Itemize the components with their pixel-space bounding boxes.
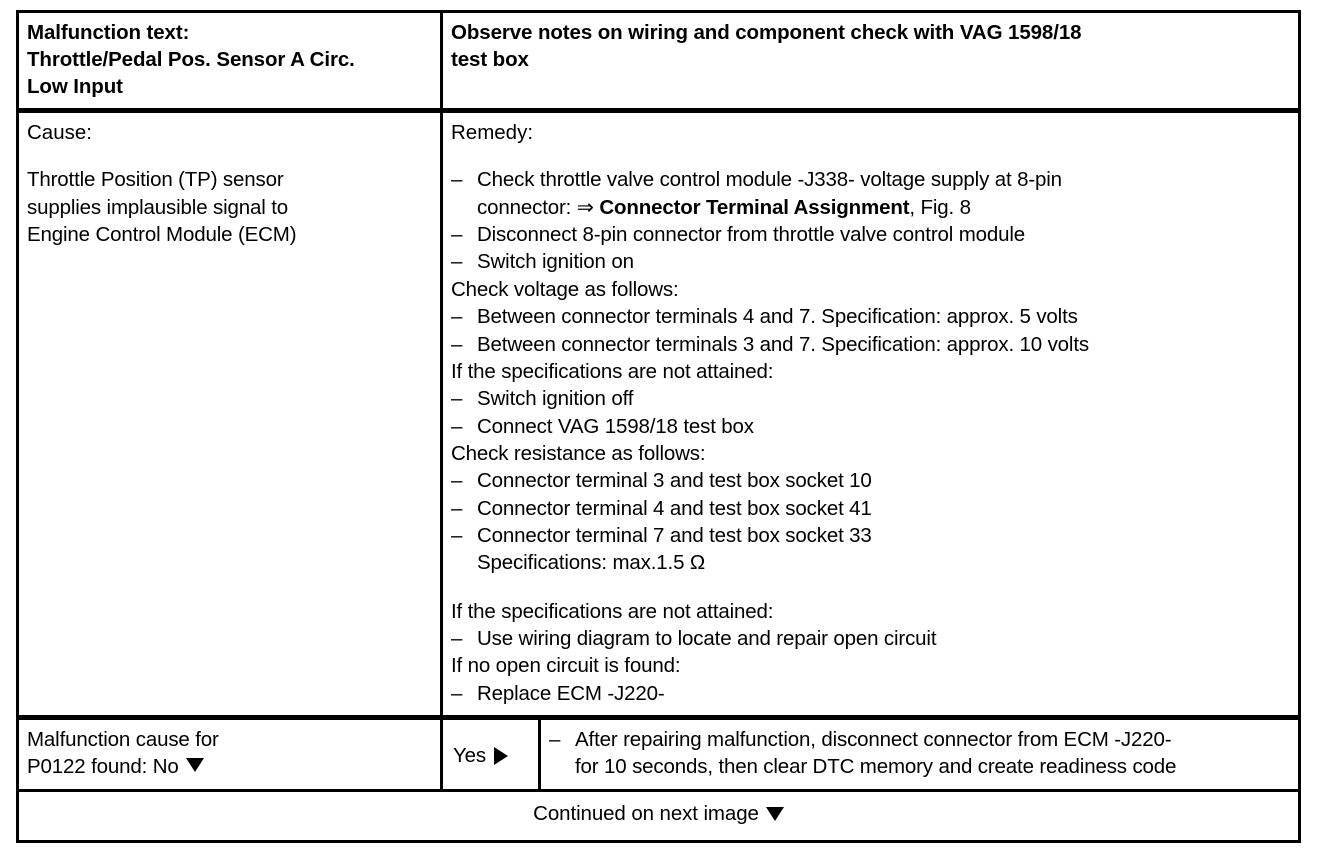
- remedy-item-dash: Between connector terminals 3 and 7. Spe…: [451, 331, 1290, 359]
- remedy-item-continuation: Specifications: max.1.5 Ω: [451, 549, 1290, 576]
- remedy-item-dash: Replace ECM -J220-: [451, 680, 1290, 708]
- observe-notes-line1: Observe notes on wiring and component ch…: [451, 21, 1082, 44]
- triangle-down-icon: [185, 758, 204, 773]
- table-row-header: Malfunction text: Throttle/Pedal Pos. Se…: [19, 13, 1298, 113]
- cell-malfunction-text: Malfunction text: Throttle/Pedal Pos. Se…: [19, 13, 443, 108]
- table-row-body: Cause: Throttle Position (TP) sensor sup…: [19, 113, 1298, 720]
- answer-action-line1: After repairing malfunction, disconnect …: [575, 728, 1172, 751]
- remedy-item-dash: Connector terminal 7 and test box socket…: [451, 522, 1290, 550]
- remedy-cont-pre: Specifications: max.1.5 Ω: [477, 551, 706, 575]
- question-line2: P0122 found: No: [27, 753, 432, 780]
- continued-wrap: Continued on next image: [19, 792, 1298, 835]
- remedy-item-dash: Switch ignition on: [451, 248, 1290, 276]
- question-line1: Malfunction cause for: [27, 728, 219, 751]
- remedy-label: Remedy:: [451, 121, 534, 144]
- cause-spacer: [27, 146, 432, 166]
- remedy-cont-post: , Fig. 8: [909, 195, 971, 219]
- cell-yes-branch[interactable]: Yes: [443, 720, 541, 789]
- remedy-item-dash: Connector terminal 3 and test box socket…: [451, 467, 1290, 495]
- dtc-table: Malfunction text: Throttle/Pedal Pos. Se…: [16, 10, 1301, 843]
- triangle-right-icon: [494, 746, 508, 765]
- cell-question: Malfunction cause for P0122 found: No: [19, 720, 443, 789]
- cell-observe-notes: Observe notes on wiring and component ch…: [443, 13, 1298, 108]
- table-row-continued: Continued on next image: [19, 792, 1298, 835]
- remedy-list: Check throttle valve control module -J33…: [451, 166, 1290, 707]
- remedy-item-heading: If the specifications are not attained:: [451, 359, 774, 383]
- observe-notes-line2: test box: [451, 48, 529, 72]
- answer-action-line2: for 10 seconds, then clear DTC memory an…: [575, 755, 1177, 779]
- malfunction-text-label: Malfunction text:: [27, 21, 190, 44]
- remedy-item-dash: Connect VAG 1598/18 test box: [451, 413, 1290, 441]
- remedy-cont-pre: connector: ⇒: [477, 195, 600, 219]
- remedy-item-spacer: [451, 577, 1290, 598]
- cell-remedy: Remedy: Check throttle valve control mod…: [443, 113, 1298, 715]
- remedy-item-continuation: connector: ⇒ Connector Terminal Assignme…: [451, 194, 1290, 221]
- remedy-item-dash: Disconnect 8-pin connector from throttle…: [451, 221, 1290, 249]
- remedy-item-dash: Check throttle valve control module -J33…: [451, 166, 1290, 194]
- remedy-item-dash: Use wiring diagram to locate and repair …: [451, 625, 1290, 653]
- remedy-item-dash: Between connector terminals 4 and 7. Spe…: [451, 303, 1290, 331]
- cause-line2: supplies implausible signal to: [27, 195, 289, 219]
- answer-action-list: After repairing malfunction, disconnect …: [549, 726, 1290, 781]
- cause-label: Cause:: [27, 121, 92, 144]
- cause-line3: Engine Control Module (ECM): [27, 223, 297, 247]
- remedy-cont-bold: Connector Terminal Assignment: [599, 195, 910, 219]
- cell-cause: Cause: Throttle Position (TP) sensor sup…: [19, 113, 443, 715]
- remedy-item-heading: If no open circuit is found:: [451, 654, 681, 678]
- answer-action-item: After repairing malfunction, disconnect …: [549, 726, 1290, 781]
- yes-label: Yes: [453, 743, 486, 767]
- question-line2-text: P0122 found: No: [27, 755, 179, 779]
- remedy-item-dash: Connector terminal 4 and test box socket…: [451, 495, 1290, 523]
- remedy-item-heading: Check voltage as follows:: [451, 277, 679, 301]
- table-row-answer: Malfunction cause for P0122 found: No Ye…: [19, 720, 1298, 792]
- remedy-item-heading: Check resistance as follows:: [451, 441, 706, 465]
- continued-label: Continued on next image: [533, 801, 759, 825]
- cell-answer-action: After repairing malfunction, disconnect …: [541, 720, 1298, 789]
- remedy-item-heading: If the specifications are not attained:: [451, 599, 774, 623]
- malfunction-text-line2: Throttle/Pedal Pos. Sensor A Circ.: [27, 48, 355, 72]
- remedy-item-dash: Switch ignition off: [451, 385, 1290, 413]
- malfunction-text-line3: Low Input: [27, 75, 123, 99]
- continued-triangle-down-icon: [765, 806, 784, 821]
- remedy-spacer: [451, 146, 1290, 166]
- cause-line1: Throttle Position (TP) sensor: [27, 168, 284, 192]
